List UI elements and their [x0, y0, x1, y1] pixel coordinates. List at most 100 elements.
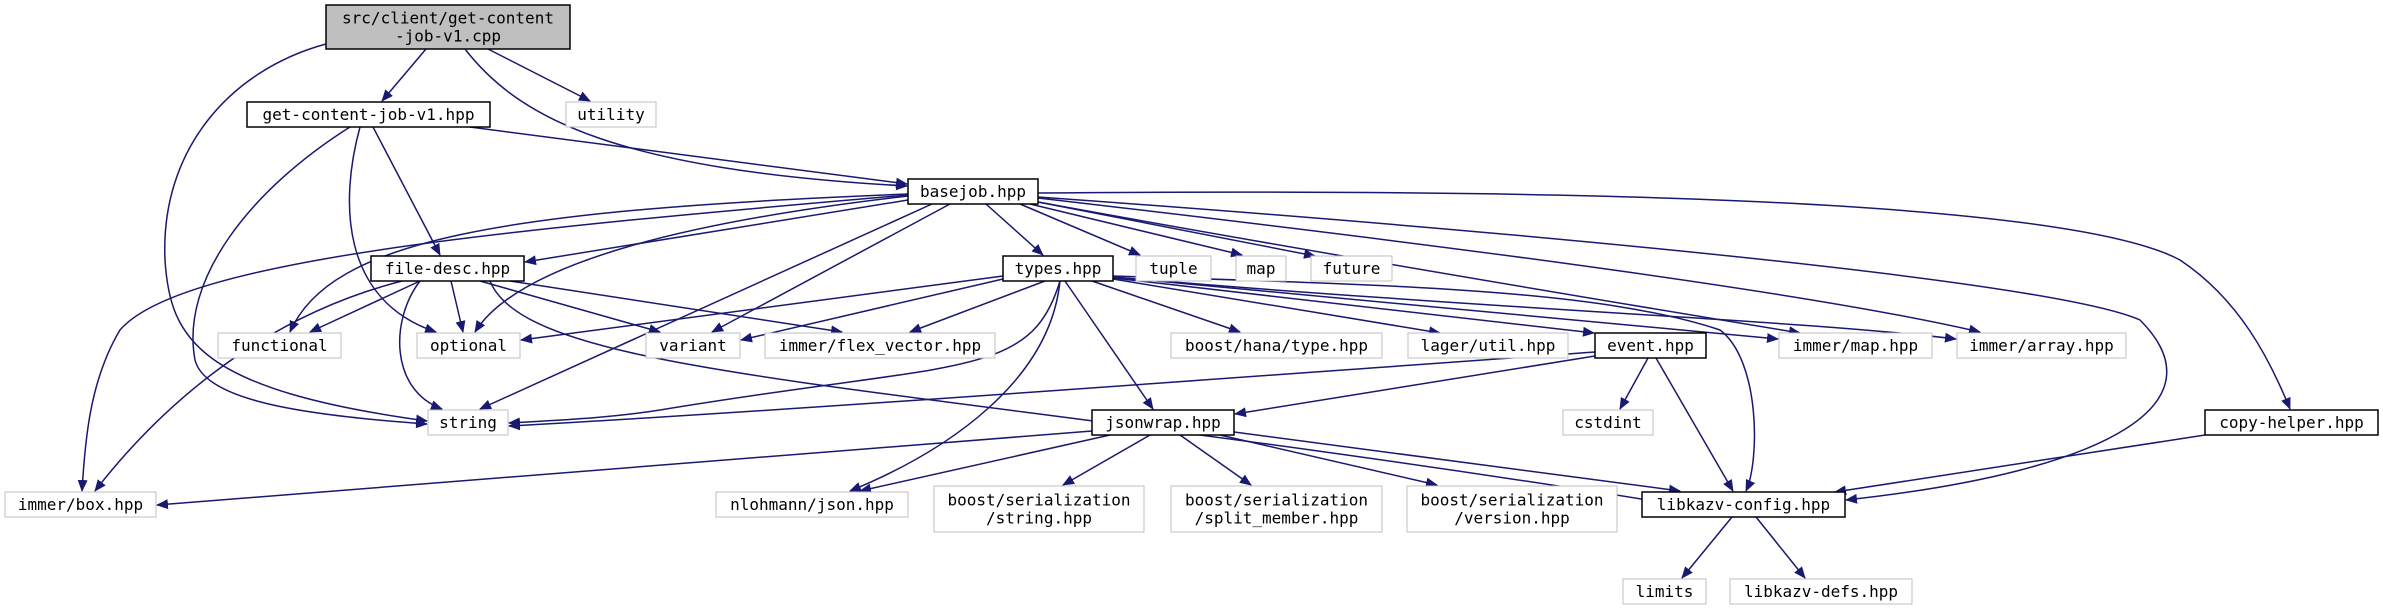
- node-label: cstdint: [1574, 413, 1641, 432]
- edge-root-to-basejob: [464, 48, 908, 191]
- node-label: copy-helper.hpp: [2219, 413, 2364, 432]
- edge-jsonwrap-to-bserstring: [1062, 434, 1151, 486]
- edge-jsonwrap-to-immerbox: [156, 430, 1093, 510]
- edge-gcjv1-to-basejob: [469, 126, 908, 188]
- node-box: [370, 255, 525, 282]
- node-box: [1002, 255, 1114, 282]
- node-box: [1310, 255, 1393, 282]
- node-box: [645, 332, 741, 359]
- node-immerbox: immer/box.hpp: [4, 491, 157, 518]
- edge-jsonwrap-to-nlohmann: [859, 434, 1111, 494]
- edge-basejob-to-copyhelper: [1037, 191, 2291, 410]
- edge-types-to-optional: [520, 275, 1004, 344]
- node-box: [1562, 409, 1654, 436]
- node-box: [217, 332, 342, 359]
- edge-basejob-to-string: [479, 203, 933, 410]
- node-label: get-content-job-v1.hpp: [263, 105, 475, 124]
- node-label: optional: [430, 336, 507, 355]
- edge-basejob-to-functional: [289, 193, 909, 333]
- node-box: [907, 178, 1039, 205]
- node-box: [1091, 409, 1235, 436]
- node-box: [1729, 578, 1913, 605]
- node-box: [1170, 332, 1383, 359]
- edge-jsonwrap-to-bserversion: [1219, 434, 1438, 488]
- node-label: src/client/get-content: [342, 9, 554, 28]
- node-label: utility: [577, 105, 645, 124]
- edge-gcjv1-to-string: [192, 126, 428, 429]
- edge-types-to-libkazvconfig: [1112, 275, 1756, 492]
- edge-types-to-flexvec: [909, 280, 1046, 333]
- node-immerarray: immer/array.hpp: [1956, 332, 2127, 359]
- node-box: [1956, 332, 2127, 359]
- node-label: future: [1323, 259, 1381, 278]
- node-label: immer/box.hpp: [18, 495, 143, 514]
- node-variant: variant: [645, 332, 741, 359]
- edge-filedesc-to-variant: [479, 280, 661, 334]
- node-jsonwrap[interactable]: jsonwrap.hpp: [1091, 409, 1235, 436]
- node-box: [715, 491, 909, 518]
- edge-types-to-variant: [740, 278, 1004, 343]
- edge-basejob-to-immerarray: [1037, 197, 1981, 335]
- node-label: immer/flex_vector.hpp: [779, 336, 981, 355]
- edge-types-to-lagerutil: [1112, 278, 1441, 337]
- node-flexvec: immer/flex_vector.hpp: [764, 332, 996, 359]
- node-bserstring: boost/serialization/string.hpp: [933, 485, 1145, 533]
- node-label: boost/serialization: [947, 491, 1130, 510]
- node-types[interactable]: types.hpp: [1002, 255, 1114, 282]
- node-libkazvdefs: libkazv-defs.hpp: [1729, 578, 1913, 605]
- edge-event-to-libkazvconfig: [1655, 357, 1734, 492]
- edge-filedesc-to-libkazvconfig: [489, 280, 1661, 506]
- edge-root-to-gcjv1: [381, 48, 427, 102]
- edge-basejob-to-optional: [474, 195, 909, 333]
- node-functional: functional: [217, 332, 342, 359]
- edge-root-to-utility: [487, 48, 591, 102]
- node-basejob[interactable]: basejob.hpp: [907, 178, 1039, 205]
- node-utility: utility: [565, 101, 657, 128]
- edge-types-to-jsonwrap: [1064, 280, 1154, 410]
- node-label: file-desc.hpp: [385, 259, 510, 278]
- node-limits: limits: [1622, 578, 1707, 605]
- edge-filedesc-to-string: [398, 280, 443, 410]
- node-bsersplit: boost/serialization/split_member.hpp: [1170, 485, 1383, 533]
- node-label: libkazv-defs.hpp: [1744, 582, 1898, 601]
- edges-layer: [77, 43, 2291, 579]
- node-copyhelper[interactable]: copy-helper.hpp: [2204, 409, 2379, 436]
- node-label: /string.hpp: [986, 509, 1092, 528]
- node-hanatype: boost/hana/type.hpp: [1170, 332, 1383, 359]
- node-box: [1407, 332, 1569, 359]
- node-label: tuple: [1149, 259, 1197, 278]
- node-label: limits: [1636, 582, 1694, 601]
- node-box: [565, 101, 657, 128]
- node-box: [2204, 409, 2379, 436]
- node-box: [325, 4, 571, 50]
- node-label: basejob.hpp: [920, 182, 1026, 201]
- node-label: functional: [231, 336, 327, 355]
- node-box: [246, 101, 491, 128]
- node-immermap: immer/map.hpp: [1778, 332, 1933, 359]
- node-label: -job-v1.cpp: [395, 27, 501, 46]
- node-gcjv1[interactable]: get-content-job-v1.hpp: [246, 101, 491, 128]
- node-map: map: [1235, 255, 1287, 282]
- edge-filedesc-to-immerbox: [94, 280, 403, 492]
- node-root[interactable]: src/client/get-content-job-v1.cpp: [325, 4, 571, 50]
- node-optional: optional: [416, 332, 521, 359]
- node-box: [1170, 485, 1383, 533]
- node-label: string: [439, 413, 497, 432]
- node-libkazvconfig[interactable]: libkazv-config.hpp: [1641, 491, 1846, 518]
- node-label: variant: [659, 336, 726, 355]
- edge-basejob-to-map: [1029, 203, 1243, 258]
- node-box: [764, 332, 996, 359]
- edge-gcjv1-to-optional: [348, 126, 437, 334]
- node-filedesc[interactable]: file-desc.hpp: [370, 255, 525, 282]
- edge-copyhelper-to-libkazvconfig: [1834, 434, 2206, 496]
- edge-basejob-to-types: [985, 203, 1044, 256]
- node-nlohmann: nlohmann/json.hpp: [715, 491, 909, 518]
- node-label: immer/array.hpp: [1969, 336, 2114, 355]
- node-label: /version.hpp: [1454, 509, 1570, 528]
- node-bserversion: boost/serialization/version.hpp: [1406, 485, 1618, 533]
- edge-filedesc-to-optional: [450, 280, 466, 333]
- node-event[interactable]: event.hpp: [1594, 332, 1707, 359]
- edge-event-to-string: [508, 351, 1596, 431]
- node-label: boost/hana/type.hpp: [1185, 336, 1368, 355]
